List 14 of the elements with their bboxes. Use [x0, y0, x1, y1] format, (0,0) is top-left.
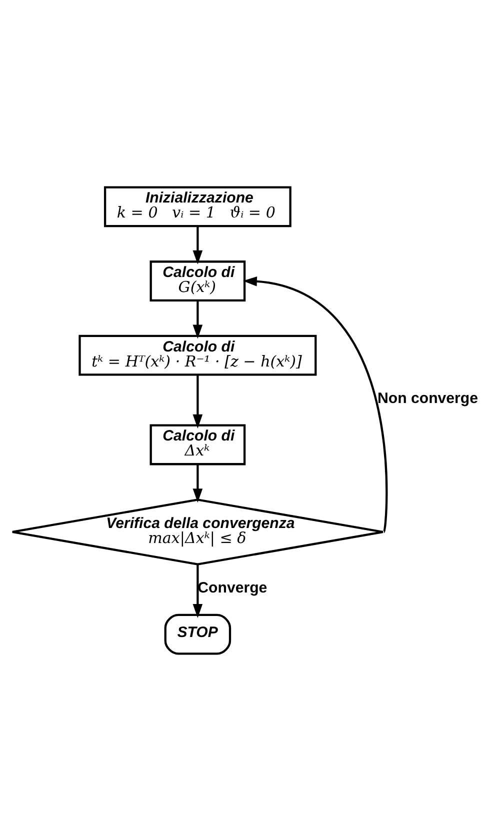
arrow — [192, 564, 203, 618]
arrow — [192, 374, 203, 428]
arrow — [192, 300, 203, 338]
node-box: Calcolo di tᵏ = Hᵀ(xᵏ) · R⁻¹ · [z − h(xᵏ)] — [78, 334, 317, 376]
node-diamond: Verifica della convergenza max|Δxᵏ| ≤ δ — [11, 498, 384, 565]
node-box: Calcolo di Δxᵏ — [150, 424, 246, 465]
arrow — [192, 464, 203, 502]
arrow — [242, 276, 388, 532]
arrow — [192, 226, 203, 264]
edge-label: Converge — [198, 579, 268, 596]
node-box: Calcolo di G(xᵏ) — [150, 260, 246, 301]
node-box: STOP — [164, 613, 232, 654]
node-box: Inizializzazione k = 0 vᵢ = 1 ϑᵢ = 0 — [104, 186, 292, 227]
edge-label: Non converge — [378, 389, 478, 406]
